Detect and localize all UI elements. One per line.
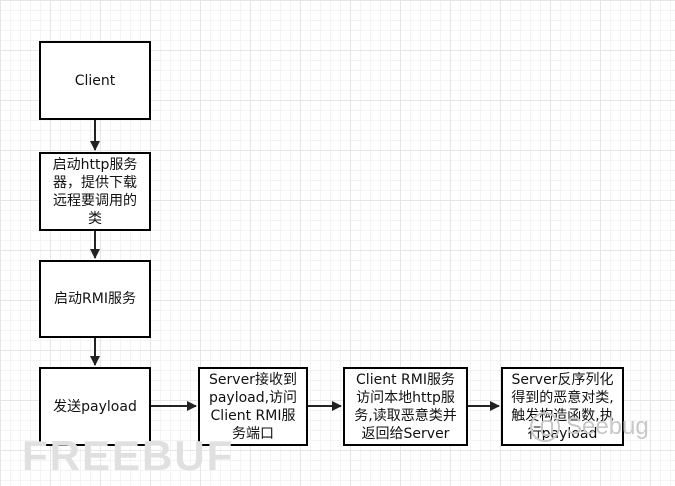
freebuf-watermark-text: FREEBUF: [22, 432, 235, 479]
node-client-rmi-service-label: Client RMI服务访问本地http服务,读取恶意类并返回给Server: [354, 371, 457, 442]
node-server-receive-label: Server接收到payload,访问Client RMI服务端口: [208, 371, 298, 442]
freebuf-watermark: FREEBUF: [22, 432, 234, 480]
node-send-payload-label: 发送payload: [53, 398, 137, 415]
seebug-watermark: Seebug: [530, 412, 649, 442]
bug-icon: [530, 412, 560, 442]
node-start-http-server: 启动http服务器，提供下载远程要调用的类: [39, 152, 151, 231]
node-server-receive: Server接收到payload,访问Client RMI服务端口: [198, 367, 308, 446]
node-send-payload: 发送payload: [39, 367, 151, 446]
node-start-rmi-service: 启动RMI服务: [39, 260, 151, 338]
seebug-watermark-text: Seebug: [566, 413, 649, 440]
node-client-label: Client: [74, 72, 116, 89]
node-server-deserialize: Server反序列化得到的恶意对类,触发构造函数,执行payload: [501, 367, 624, 446]
node-start-rmi-service-label: 启动RMI服务: [54, 291, 136, 307]
node-client: Client: [39, 41, 151, 120]
node-start-http-server-label: 启动http服务器，提供下载远程要调用的类: [52, 156, 138, 227]
node-client-rmi-service: Client RMI服务访问本地http服务,读取恶意类并返回给Server: [343, 367, 468, 446]
